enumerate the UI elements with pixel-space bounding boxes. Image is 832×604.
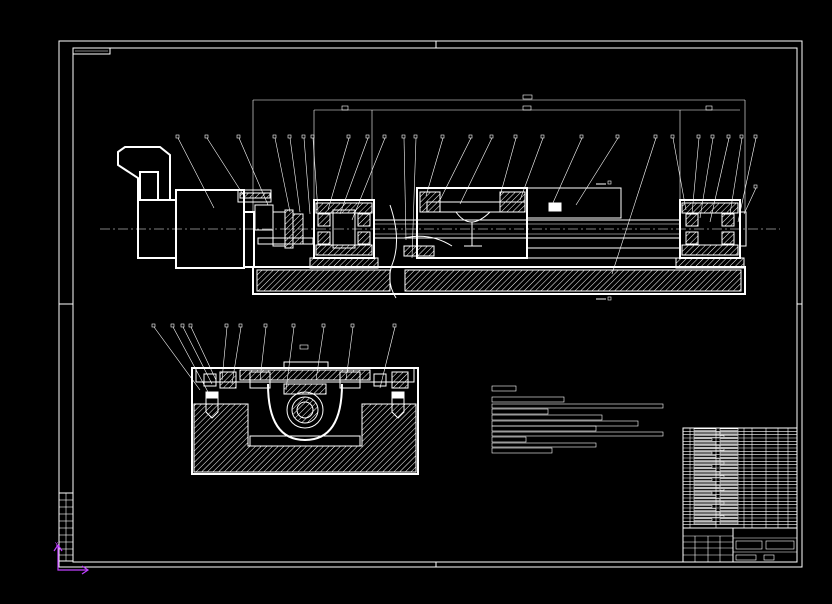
part-leaders-section	[151, 323, 397, 393]
base-plate	[252, 266, 746, 295]
parts-list-cell-text	[719, 435, 739, 438]
parts-list-cell-text	[693, 521, 717, 525]
cross-section-view[interactable]	[151, 323, 419, 475]
parts-list-cell-text	[719, 508, 739, 511]
part-leaders-main	[175, 134, 758, 275]
parts-list-cell-text	[693, 495, 717, 498]
parts-list-cell-text	[693, 451, 713, 455]
ucs-y-label: Y	[55, 542, 58, 548]
main-assembly-view[interactable]	[100, 94, 780, 301]
parts-list-cell-text	[719, 471, 739, 475]
parts-list-cell-text	[719, 441, 739, 445]
parts-list-cell-text	[719, 511, 739, 515]
technical-requirements	[491, 385, 664, 454]
parts-list-cell-text	[693, 501, 725, 505]
parts-list-cell-text	[719, 518, 739, 521]
parts-list-cell-text	[719, 485, 739, 488]
nut-carriage[interactable]	[416, 187, 528, 259]
parts-list-cell-text	[719, 468, 739, 471]
parts-list-cell-text	[693, 455, 717, 458]
parts-list-cell-text	[719, 501, 739, 505]
parts-list-cell-text	[693, 508, 717, 511]
parts-list-cell-text	[693, 488, 725, 491]
sheet-frame	[58, 40, 803, 568]
title-block	[682, 527, 798, 563]
parts-list-cell-text	[719, 505, 739, 508]
parts-list-cell-text	[693, 468, 717, 471]
parts-list-cell-text	[719, 448, 739, 451]
inner-border	[72, 47, 798, 563]
parts-list-cell-text	[719, 428, 739, 431]
parts-list-cell-text	[719, 498, 739, 501]
parts-list-cell-text	[693, 515, 725, 518]
parts-list-cell-text	[719, 451, 739, 455]
parts-list-cell-text	[719, 458, 739, 461]
parts-list-cell-text	[719, 491, 739, 495]
parts-list-cell-text	[693, 505, 713, 508]
parts-list-cell-text	[719, 478, 739, 481]
parts-list-cell-text	[693, 435, 725, 438]
break-line	[389, 204, 397, 299]
parts-list-table[interactable]	[682, 427, 798, 563]
ucs-icon: Y	[53, 542, 90, 575]
guide-rail	[526, 187, 622, 219]
parts-list-cell-text	[693, 428, 717, 431]
drawing-code-box	[72, 47, 111, 55]
parts-list-cell-text	[719, 438, 739, 441]
parts-list-cell-text	[719, 521, 739, 525]
parts-list-cell-text	[693, 478, 713, 481]
parts-list-cell-text	[719, 455, 739, 458]
lead-screw-section-outer	[286, 391, 324, 429]
binding-strip	[58, 492, 74, 562]
parts-list-cell-text	[693, 465, 713, 468]
parts-list-cell-text	[719, 475, 739, 478]
parts-list-cell-text	[719, 515, 739, 518]
parts-list-cell-text	[693, 475, 725, 478]
parts-list-cell-text	[693, 438, 713, 441]
parts-list-cell-text	[693, 448, 725, 451]
parts-list-cell-text	[719, 488, 739, 491]
parts-list-cell-text	[693, 461, 725, 465]
parts-list-cell-text	[719, 495, 739, 498]
parts-list-cell-text	[693, 441, 717, 445]
parts-list-cell-text	[693, 481, 717, 485]
parts-list-cell-text	[693, 518, 713, 521]
parts-list-cell-text	[719, 431, 739, 435]
parts-list-cell-text	[719, 445, 739, 448]
parts-list-cell-text	[693, 491, 713, 495]
motor-junction-box	[117, 146, 171, 201]
parts-list-cell-text	[719, 481, 739, 485]
parts-list-cell-text	[719, 461, 739, 465]
nut-housing	[267, 383, 343, 442]
parts-list-cell-text	[719, 465, 739, 468]
